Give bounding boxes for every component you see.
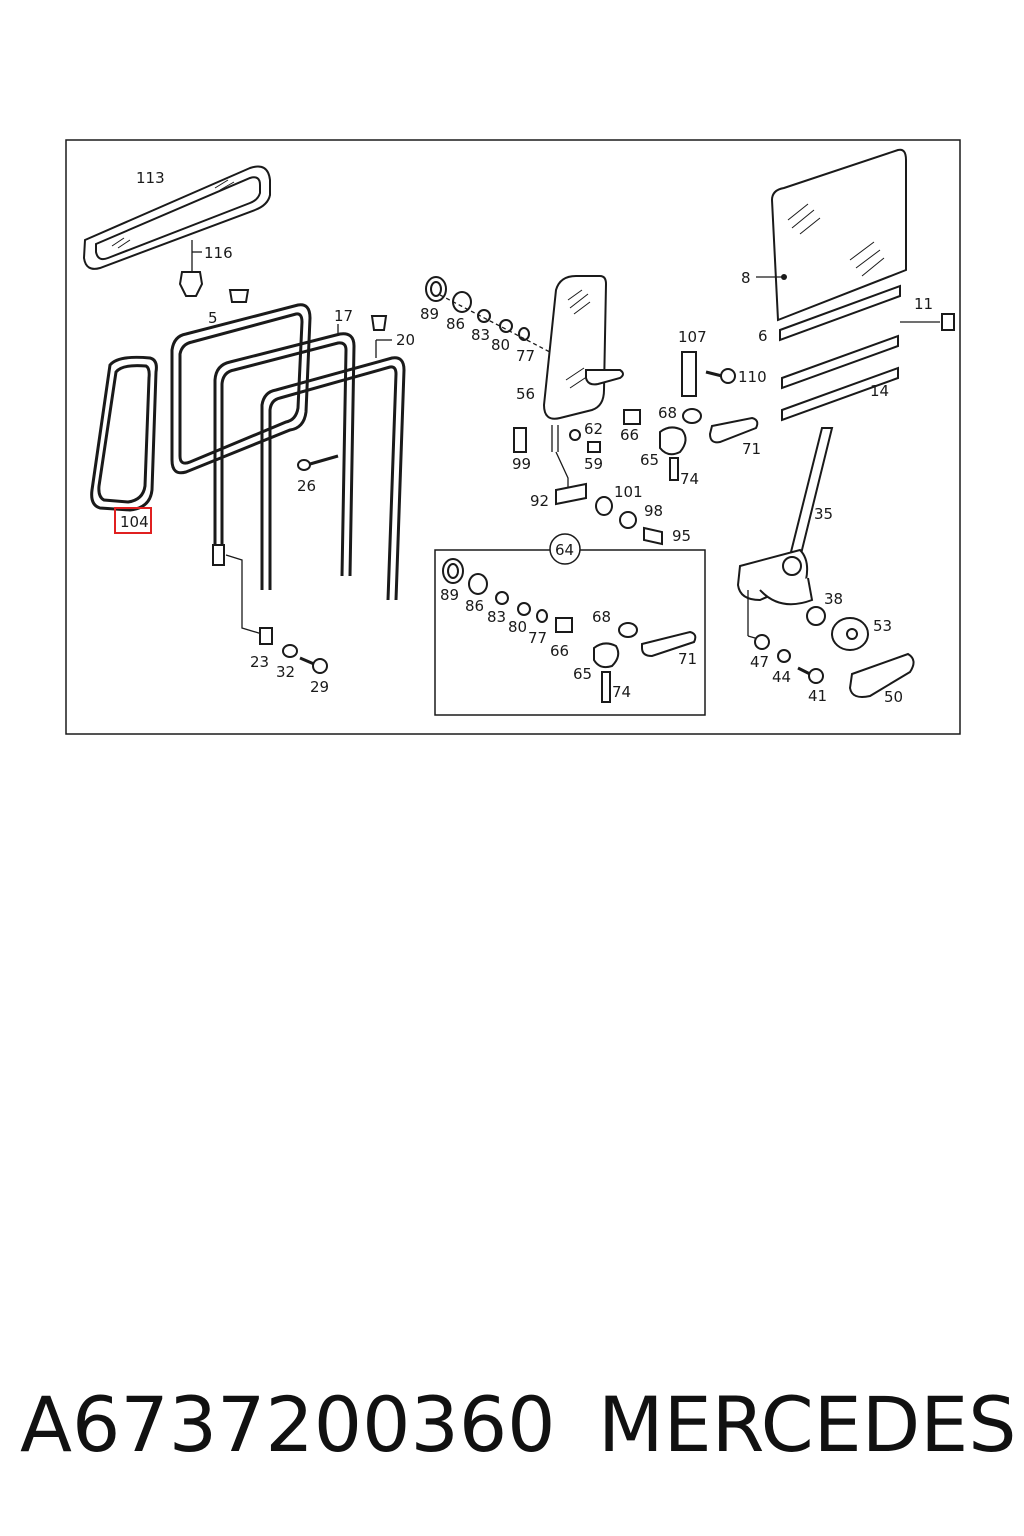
callout-44: 44 — [772, 668, 791, 686]
callout-62: 62 — [584, 420, 603, 438]
washer-44 — [777, 649, 791, 663]
callout-38: 38 — [824, 590, 843, 608]
callout-99: 99 — [512, 455, 531, 473]
callout-41: 41 — [808, 687, 827, 705]
callout-113: 113 — [136, 169, 165, 187]
callout-80: 80 — [491, 336, 510, 354]
callout-50: 50 — [884, 688, 903, 706]
bracket-99 — [513, 427, 527, 453]
callout-17: 17 — [334, 307, 353, 325]
inset-callout-77: 77 — [528, 629, 547, 647]
part-number: A6737200360 — [20, 1380, 556, 1469]
callout-53: 53 — [873, 617, 892, 635]
callout-116: 116 — [204, 244, 233, 262]
handle-group-top — [659, 408, 759, 481]
inset-callout-66: 66 — [550, 642, 569, 660]
callout-11: 11 — [914, 295, 933, 313]
inset-badge-64 — [549, 533, 581, 565]
callout-110: 110 — [738, 368, 767, 386]
callout-47: 47 — [750, 653, 769, 671]
inset-callout-80: 80 — [508, 618, 527, 636]
regulator-35 — [736, 427, 834, 641]
washer-62 — [569, 429, 581, 441]
bolt-59 — [587, 441, 601, 453]
callout-77: 77 — [516, 347, 535, 365]
pin-66 — [623, 409, 641, 425]
callout-89: 89 — [420, 305, 439, 323]
seal-104 — [90, 355, 158, 512]
bracket-107 — [681, 351, 736, 397]
inset-callout-71: 71 — [678, 650, 697, 668]
callout-5: 5 — [208, 309, 218, 327]
brand-name: MERCEDES — [598, 1380, 1017, 1469]
screw-26 — [297, 454, 339, 471]
callout-56: 56 — [516, 385, 535, 403]
crank-parts-inset — [442, 558, 697, 703]
callout-65: 65 — [640, 451, 659, 469]
callout-107: 107 — [678, 328, 707, 346]
callout-64: 64 — [555, 541, 574, 559]
screw-41 — [797, 666, 824, 684]
door-seal-5 — [170, 303, 312, 475]
callout-95: 95 — [672, 527, 691, 545]
bracket-group-23 — [225, 554, 328, 674]
inset-callout-65: 65 — [573, 665, 592, 683]
strip-14a — [781, 334, 899, 390]
callout-68: 68 — [658, 404, 677, 422]
callout-92: 92 — [530, 492, 549, 510]
channel-17 — [212, 324, 356, 577]
vent-window-113 — [82, 165, 271, 270]
callout-83: 83 — [471, 326, 490, 344]
parts-diagram: 113 116 5 17 20 104 26 23 32 29 89 86 83… — [65, 139, 961, 735]
callout-104: 104 — [120, 513, 149, 531]
bushing-38 — [806, 606, 826, 626]
callout-71: 71 — [742, 440, 761, 458]
diagram-frame — [65, 139, 961, 735]
clip-5 — [228, 289, 250, 303]
strip-14b — [781, 366, 899, 422]
inset-callout-74: 74 — [612, 683, 631, 701]
callout-59: 59 — [584, 455, 603, 473]
inset-callout-83: 83 — [487, 608, 506, 626]
clip-11 — [900, 313, 955, 331]
callout-23: 23 — [250, 653, 269, 671]
callout-29: 29 — [310, 678, 329, 696]
inset-callout-68: 68 — [592, 608, 611, 626]
channel-20 — [260, 315, 406, 601]
callout-86: 86 — [446, 315, 465, 333]
callout-14: 14 — [870, 382, 889, 400]
washer-47 — [754, 634, 770, 650]
disc-53 — [831, 617, 869, 651]
inset-callout-86: 86 — [465, 597, 484, 615]
callout-26: 26 — [297, 477, 316, 495]
callout-66: 66 — [620, 426, 639, 444]
bracket-group-92 — [555, 451, 663, 546]
callout-35: 35 — [814, 505, 833, 523]
highlight-104 — [114, 507, 152, 534]
callout-98: 98 — [644, 502, 663, 520]
vent-glass-56 — [542, 275, 624, 452]
inset-callout-89: 89 — [440, 586, 459, 604]
callout-6: 6 — [758, 327, 768, 345]
callout-101: 101 — [614, 483, 643, 501]
clip-116 — [178, 240, 204, 297]
callout-74: 74 — [680, 470, 699, 488]
callout-8: 8 — [741, 269, 751, 287]
strip-6 — [779, 284, 901, 342]
door-glass-8 — [756, 148, 907, 322]
callout-32: 32 — [276, 663, 295, 681]
callout-20: 20 — [396, 331, 415, 349]
cover-50 — [848, 652, 915, 698]
